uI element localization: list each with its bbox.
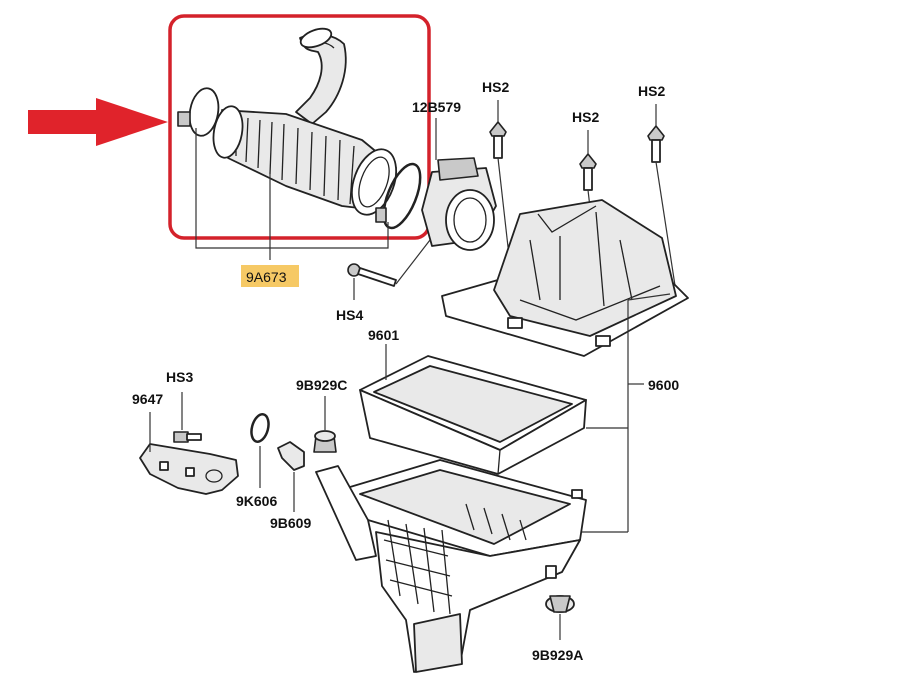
bracket-9b609-part bbox=[277, 441, 305, 471]
hs2-screw-left bbox=[489, 121, 507, 159]
air-intake-hose-part bbox=[212, 27, 398, 216]
label-hs3: HS3 bbox=[166, 369, 193, 385]
hs3-bolt-part bbox=[173, 431, 202, 443]
hs2-screw-right bbox=[647, 125, 665, 163]
highlight-box bbox=[168, 14, 431, 240]
label-hs4: HS4 bbox=[336, 307, 363, 323]
air-filter-element-part bbox=[359, 355, 587, 475]
label-9b929c: 9B929C bbox=[296, 377, 347, 393]
grommet-9b929a-part bbox=[545, 595, 575, 613]
hs4-screw-part bbox=[347, 263, 397, 287]
label-hs2-left: HS2 bbox=[482, 79, 509, 95]
label-9600: 9600 bbox=[648, 377, 679, 393]
label-9b929a: 9B929A bbox=[532, 647, 583, 663]
label-12b579: 12B579 bbox=[412, 99, 461, 115]
mass-air-flow-sensor-part bbox=[421, 157, 497, 251]
mounting-bracket-9647-part bbox=[139, 443, 239, 495]
label-9601: 9601 bbox=[368, 327, 399, 343]
air-cleaner-cover-part bbox=[441, 199, 689, 357]
grommet-9b929c-part bbox=[313, 430, 337, 453]
label-9a673: 9A673 bbox=[246, 269, 287, 285]
label-hs2-middle: HS2 bbox=[572, 109, 599, 125]
label-9647: 9647 bbox=[132, 391, 163, 407]
label-9k606: 9K606 bbox=[236, 493, 277, 509]
label-9b609: 9B609 bbox=[270, 515, 311, 531]
label-hs2-right: HS2 bbox=[638, 83, 665, 99]
hs2-screw-middle bbox=[579, 153, 597, 191]
label-9a673-highlight bbox=[241, 265, 299, 287]
arrow-right-icon bbox=[28, 98, 168, 146]
hose-clamp-front bbox=[375, 162, 422, 230]
hose-clamp-rear bbox=[177, 87, 220, 137]
air-cleaner-lower-housing-part bbox=[315, 459, 587, 673]
seal-9k606-part bbox=[250, 413, 270, 443]
